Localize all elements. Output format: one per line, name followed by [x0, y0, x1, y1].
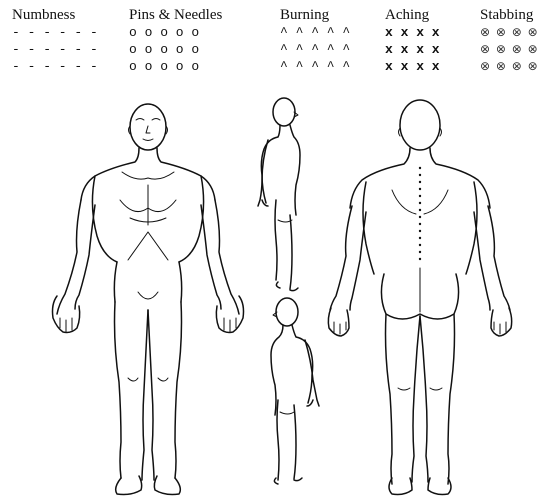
spine-dots [419, 167, 421, 260]
